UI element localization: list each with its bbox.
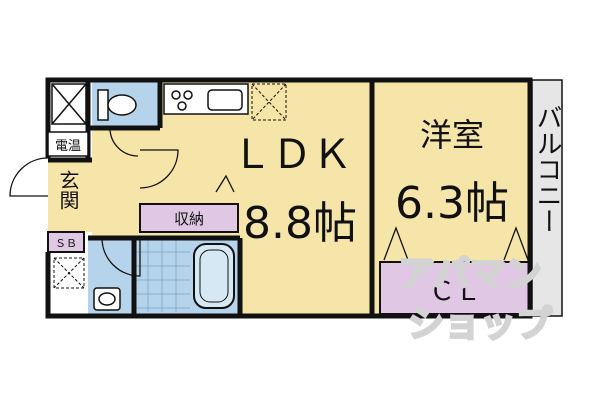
closet-label: ＣＬ <box>429 277 481 307</box>
watermark-line1: アパマン <box>398 254 541 295</box>
western-room-label: 洋室 <box>420 116 484 154</box>
entrance-floor <box>48 160 92 232</box>
shoe-box <box>47 231 85 253</box>
doors <box>9 127 529 277</box>
kitchen-counter <box>163 83 249 115</box>
water-heater-label: 電温 <box>55 139 81 154</box>
storage-closet <box>139 203 239 233</box>
bath-tiles <box>136 240 190 312</box>
cl-closet <box>379 261 531 315</box>
ldk-label: ＬＤＫ <box>232 132 352 178</box>
storage-label: 収納 <box>174 210 204 228</box>
water-heater-box <box>47 131 89 157</box>
balcony-area <box>532 80 562 316</box>
ldk-size-label: 8.8帖 <box>243 198 357 249</box>
washer-space <box>53 257 85 289</box>
balcony-label: バルコニー <box>532 104 562 234</box>
toilet <box>97 89 137 121</box>
entrance-label: 玄関 <box>56 170 80 210</box>
watermark-line2: ショップ <box>408 304 552 345</box>
fridge-space <box>251 83 287 121</box>
shoe-box-label: ＳＢ <box>55 237 77 250</box>
balcony-rail <box>531 79 563 317</box>
bathtub-inner <box>199 249 229 303</box>
washbasin <box>93 287 121 311</box>
bathtub <box>193 243 235 309</box>
western-size-label: 6.3帖 <box>395 178 509 229</box>
pipe-shaft-toilet <box>51 83 87 125</box>
